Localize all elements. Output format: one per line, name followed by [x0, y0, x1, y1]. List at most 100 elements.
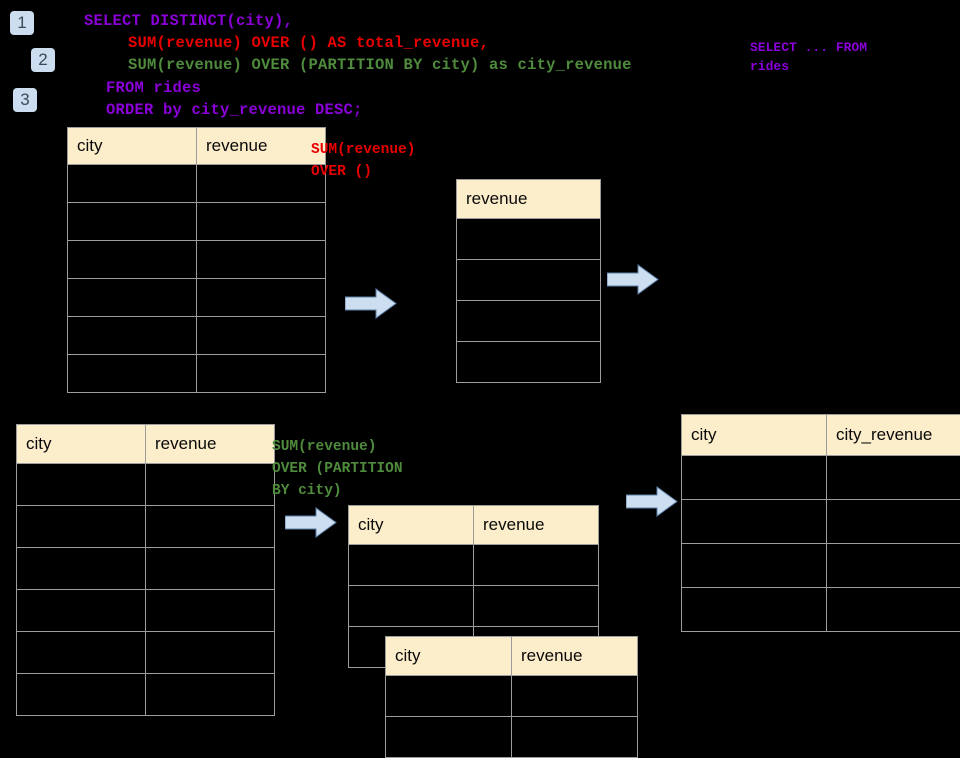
sql-line-sum-over-partition: SUM(revenue) OVER (PARTITION BY city) as…	[128, 56, 632, 74]
table-row	[682, 588, 960, 632]
table-row	[349, 545, 599, 586]
cell	[68, 279, 197, 317]
cell	[197, 203, 326, 241]
cell	[146, 506, 275, 548]
table-header-row: revenue	[457, 180, 601, 219]
table-header-row: city revenue	[386, 637, 638, 676]
table-header-row: city revenue	[349, 506, 599, 545]
cell	[457, 219, 601, 260]
table-row	[682, 500, 960, 544]
cell	[827, 544, 960, 588]
cell	[17, 674, 146, 716]
table-rides-source-top: city revenue	[67, 127, 326, 393]
cell	[349, 586, 474, 627]
sql-line-from-rides: FROM rides	[106, 79, 201, 97]
table-header-row: city revenue	[68, 128, 326, 165]
cell	[457, 342, 601, 383]
column-header-city: city	[17, 425, 146, 464]
annotation-sum-over-partition-line2: OVER (PARTITION	[272, 458, 403, 480]
column-header-city-revenue: city_revenue	[827, 415, 960, 456]
column-header-revenue: revenue	[512, 637, 638, 676]
cell	[146, 632, 275, 674]
table-partition-stack-front: city revenue	[385, 636, 638, 758]
cell	[68, 317, 197, 355]
cell	[386, 676, 512, 717]
table-header-row: city revenue	[17, 425, 275, 464]
annotation-sum-over-empty-line1: SUM(revenue)	[311, 139, 415, 161]
diagram-canvas: 1 2 3 SELECT DISTINCT(city), SUM(revenue…	[0, 0, 960, 720]
table-row	[457, 219, 601, 260]
cell	[68, 355, 197, 393]
annotation-sum-over-partition-line3: BY city)	[272, 480, 342, 502]
cell	[827, 588, 960, 632]
table-row	[68, 241, 326, 279]
annotation-sum-over-empty-line2: OVER ()	[311, 161, 372, 183]
cell	[146, 548, 275, 590]
sql-line-select-distinct: SELECT DISTINCT(city),	[84, 12, 293, 30]
arrow-total-to-result-icon	[607, 264, 659, 296]
cell	[17, 590, 146, 632]
table-row	[457, 301, 601, 342]
table-row	[457, 342, 601, 383]
cell	[68, 165, 197, 203]
cell	[197, 241, 326, 279]
table-total-revenue: revenue	[456, 179, 601, 383]
table-row	[682, 544, 960, 588]
column-header-city: city	[349, 506, 474, 545]
table-row	[17, 506, 275, 548]
sql-line-order-by: ORDER by city_revenue DESC;	[106, 101, 363, 119]
cell	[197, 279, 326, 317]
cell	[474, 586, 599, 627]
cell	[386, 717, 512, 758]
table-row	[17, 548, 275, 590]
cell	[146, 464, 275, 506]
cell	[457, 260, 601, 301]
step-badge-3: 3	[13, 88, 37, 112]
annotation-sum-over-partition-line1: SUM(revenue)	[272, 436, 376, 458]
cell	[682, 588, 827, 632]
cell	[349, 545, 474, 586]
cell	[68, 203, 197, 241]
cell	[17, 632, 146, 674]
table-row	[386, 717, 638, 758]
step-badge-1: 1	[10, 11, 34, 35]
table-rides-source-bottom: city revenue	[16, 424, 275, 716]
cell	[827, 500, 960, 544]
cell	[197, 165, 326, 203]
table-row	[68, 317, 326, 355]
column-header-revenue: revenue	[474, 506, 599, 545]
table-row	[17, 590, 275, 632]
table-row	[68, 165, 326, 203]
column-header-city: city	[682, 415, 827, 456]
cell	[197, 355, 326, 393]
cell	[197, 317, 326, 355]
table-row	[386, 676, 638, 717]
table-row	[68, 355, 326, 393]
cell	[827, 456, 960, 500]
table-result: city city_revenue	[681, 414, 960, 632]
cell	[17, 548, 146, 590]
column-header-revenue: revenue	[197, 128, 326, 165]
arrow-source-to-partition-icon	[285, 507, 337, 539]
column-header-revenue: revenue	[146, 425, 275, 464]
arrow-source-to-total-icon	[345, 288, 397, 320]
arrow-partition-to-result-icon	[626, 486, 678, 518]
cell	[682, 500, 827, 544]
annotation-select-from-line1: SELECT ... FROM	[750, 38, 867, 58]
cell	[512, 676, 638, 717]
cell	[17, 464, 146, 506]
sql-line-sum-over-empty: SUM(revenue) OVER () AS total_revenue,	[128, 34, 489, 52]
column-header-city: city	[386, 637, 512, 676]
column-header-revenue: revenue	[457, 180, 601, 219]
table-row	[349, 586, 599, 627]
table-row	[68, 279, 326, 317]
cell	[457, 301, 601, 342]
cell	[512, 717, 638, 758]
table-row	[17, 674, 275, 716]
step-badge-2: 2	[31, 48, 55, 72]
column-header-city: city	[68, 128, 197, 165]
cell	[68, 241, 197, 279]
cell	[17, 506, 146, 548]
table-row	[68, 203, 326, 241]
table-row	[457, 260, 601, 301]
